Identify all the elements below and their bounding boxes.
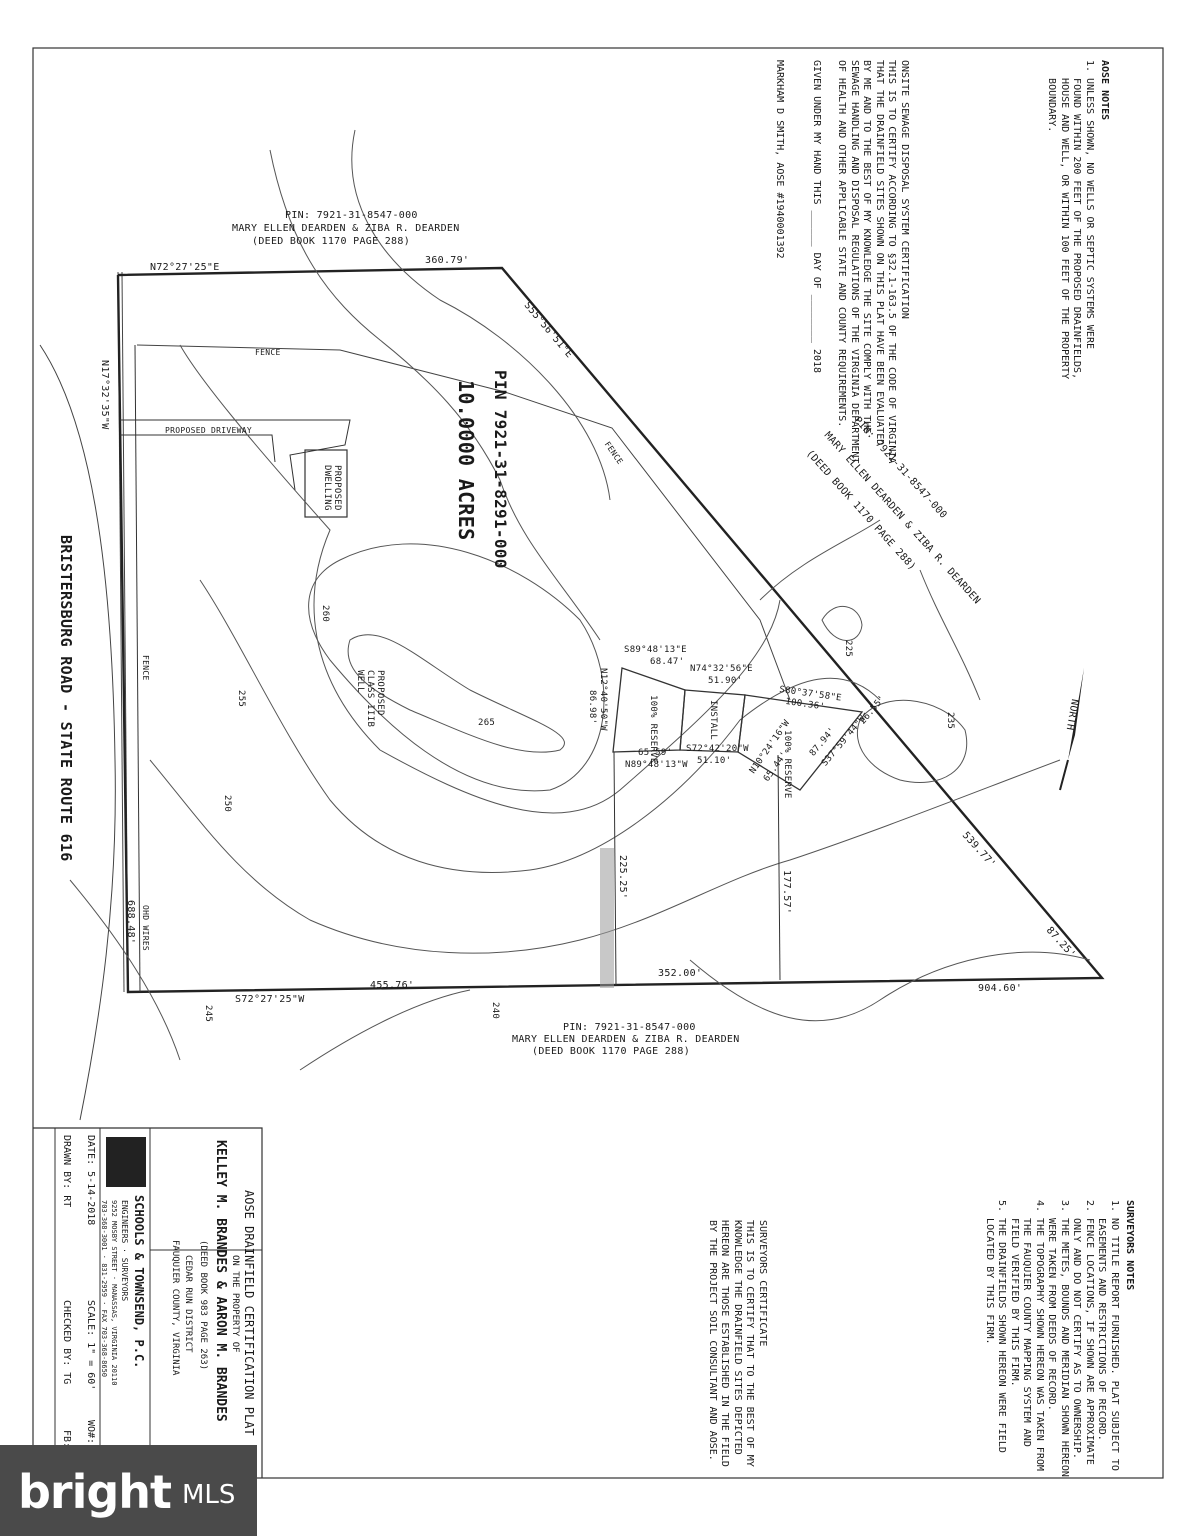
road-edge <box>39 344 116 1121</box>
contour-line <box>269 149 601 641</box>
contour-line <box>856 699 968 784</box>
contour-label-245: 245 <box>203 1005 213 1023</box>
contour-line <box>351 129 611 501</box>
df-dist-5: 65.59' <box>638 748 673 758</box>
fence-line <box>134 344 141 993</box>
dist-south-1: 455.76' <box>370 980 415 991</box>
aose-notes-body: 1. UNLESS SHOWN, NO WELLS OR SEPTIC SYST… <box>1046 60 1096 380</box>
parcel-pin: PIN 7921-31-8291-000 <box>491 370 510 569</box>
driveway <box>120 434 276 463</box>
parcel-acres: 10.0000 ACRES <box>454 380 478 541</box>
plat-date: DATE: 5-14-2018 <box>85 1135 96 1226</box>
plat-owners: KELLEY M. BRANDES & AARON M. BRANDES <box>213 1140 228 1422</box>
dwelling-outline <box>304 449 348 518</box>
contour-line <box>347 634 565 753</box>
contour-line <box>759 519 981 701</box>
firm-name: SCHOOLS & TOWNSEND, P.C. <box>132 1195 146 1369</box>
road-name: BRISTERSBURG ROAD - STATE ROUTE 616 <box>57 535 75 862</box>
adjoiner-pin-south: PIN: 7921-31-8547-000 <box>563 1022 696 1033</box>
dist-south-3: 904.60' <box>978 983 1023 994</box>
dist-west-line: 688.48' <box>125 900 136 945</box>
surveyors-notes-body: 1. NO TITLE REPORT FURNISHED. PLAT SUBJE… <box>984 1200 1120 1477</box>
dist-north-line: 360.79' <box>425 255 470 266</box>
brightmls-watermark: bright MLS <box>0 1445 257 1536</box>
contour-label-225: 225 <box>843 640 853 658</box>
label-ohd-wires: OHD WIRES <box>141 905 150 952</box>
driveway <box>120 419 351 491</box>
bearing-south-line: S72°27'25"W <box>235 994 305 1005</box>
aose-notes-title: AOSE NOTES <box>1099 60 1110 121</box>
contour-line <box>69 879 1091 1071</box>
contour-line <box>149 759 1061 954</box>
surveyors-certificate: SURVEYORS CERTIFICATE THIS IS TO CERTIFY… <box>707 1220 768 1467</box>
firm-logo <box>106 1137 146 1187</box>
df-bearing-5: N89°48'13"W <box>625 760 688 770</box>
adjoiner-deed-south: (DEED BOOK 1170 PAGE 288) <box>532 1046 691 1057</box>
df-bearing-6: S72°42'20"W <box>686 744 749 754</box>
df-dist-4: 86.98' <box>587 690 597 725</box>
contour-line <box>199 579 881 873</box>
firm-address: 9252 MOSBY STREET · MANASSAS, VIRGINIA 2… <box>110 1200 118 1386</box>
plat-drawn-by: DRAWN BY: RT <box>61 1135 72 1208</box>
dim-225: 225.25' <box>617 855 628 900</box>
df-bearing-1: S89°48'13"E <box>624 645 687 655</box>
bearing-west-line: N17°32'35"W <box>99 360 110 430</box>
onsite-certification: ONSITE SEWAGE DISPOSAL SYSTEM CERTIFICAT… <box>774 60 910 464</box>
watermark-brand: bright <box>18 1465 172 1519</box>
dimension-line <box>613 751 617 986</box>
title-block-border <box>33 1127 263 1478</box>
df-bearing-2: N74°32'56"E <box>690 664 753 674</box>
adjoiner-pin-north: PIN: 7921-31-8547-000 <box>285 210 418 221</box>
adjoiner-owners-north: MARY ELLEN DEARDEN & ZIBA R. DEARDEN <box>232 223 460 234</box>
contour-label-240: 240 <box>490 1002 500 1020</box>
df-bearing-4: N12°40'50"W <box>598 668 608 731</box>
adjoiner-owners-south: MARY ELLEN DEARDEN & ZIBA R. DEARDEN <box>512 1034 740 1045</box>
contour-label-235: 235 <box>945 712 955 730</box>
label-dwelling: PROPOSED DWELLING <box>322 465 342 511</box>
df-dist-1: 68.47' <box>650 657 685 667</box>
contour-label-265: 265 <box>478 718 496 728</box>
bearing-north-line: N72°27'25"E <box>150 262 220 273</box>
plat-title: AOSE DRAINFIELD CERTIFICATION PLAT <box>242 1190 256 1436</box>
dim-177: 177.57' <box>781 870 792 915</box>
contour-line <box>821 605 863 641</box>
reserve-area-2 <box>737 694 864 791</box>
smudge <box>600 848 614 988</box>
contour-line <box>308 543 605 792</box>
firm-phone: 703-368-3001 · 831-2959 · FAX 703-368-86… <box>100 1200 108 1378</box>
parcel-boundary <box>116 266 1105 994</box>
dist-south-2: 352.00' <box>658 968 703 979</box>
contour-label-260: 260 <box>320 605 330 623</box>
fence-line <box>136 344 791 701</box>
watermark-suffix: MLS <box>182 1480 236 1510</box>
label-well: PROPOSED CLASS IIIB WELL <box>355 670 385 728</box>
north-arrow <box>1068 668 1084 760</box>
label-install: INSTALL <box>708 700 718 741</box>
label-fence-1: FENCE <box>255 348 281 357</box>
plat-district: CEDAR RUN DISTRICT <box>183 1255 193 1353</box>
adjoiner-deed-north: (DEED BOOK 1170 PAGE 288) <box>252 236 411 247</box>
plat-checked-by: CHECKED BY: TG <box>61 1300 72 1385</box>
contour-label-255: 255 <box>236 690 246 708</box>
plat-scale: SCALE: 1" = 60' <box>85 1300 96 1391</box>
plat-on-property: ON THE PROPERTY OF <box>230 1255 240 1353</box>
plat-deed: (DEED BOOK 983 PAGE 263) <box>198 1240 208 1371</box>
contour-line <box>179 344 781 814</box>
firm-sub: ENGINEERS · SURVEYORS <box>120 1200 129 1302</box>
df-dist-6: 51.10' <box>697 756 732 766</box>
dimension-line <box>777 754 781 981</box>
surveyors-notes-title: SURVEYORS NOTES <box>1124 1200 1135 1291</box>
label-driveway: PROPOSED DRIVEWAY <box>165 426 252 435</box>
sheet-border <box>32 47 1164 1479</box>
label-fence-3: FENCE <box>141 655 150 681</box>
contour-label-250: 250 <box>222 795 232 813</box>
df-dist-2: 51.90' <box>708 676 743 686</box>
plat-county: FAUQUIER COUNTY, VIRGINIA <box>170 1240 180 1376</box>
north-arrow-stem <box>1059 759 1069 791</box>
